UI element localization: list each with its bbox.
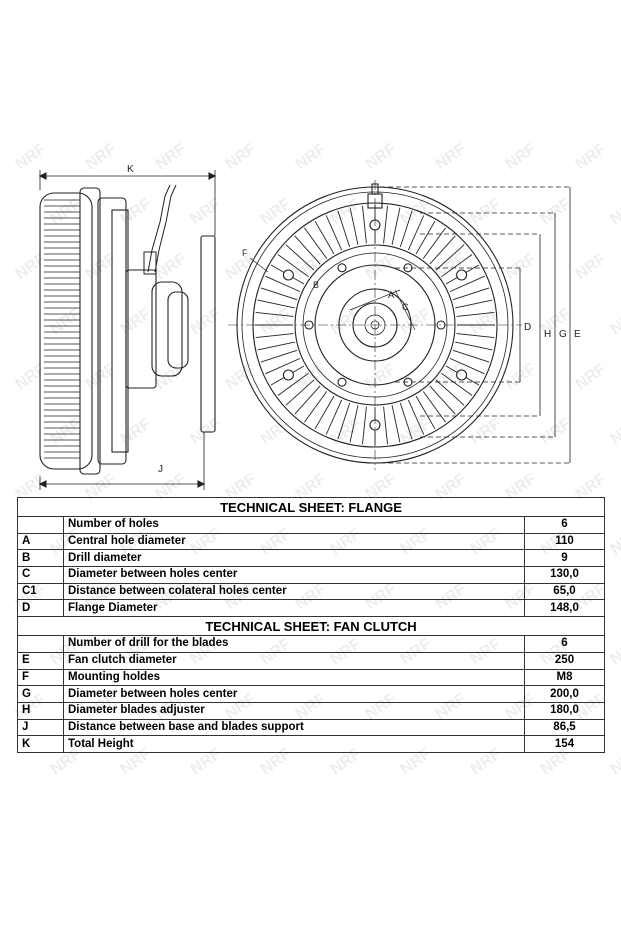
fan_clutch-description-cell: Diameter between holes center: [63, 685, 525, 703]
dim-label-d: D: [524, 322, 531, 333]
fan_clutch-value-cell: 86,5: [524, 718, 605, 737]
fan_clutch-description-cell: Distance between base and blades support: [63, 718, 525, 737]
fan-clutch-header-row: TECHNICAL SHEET: FAN CLUTCH: [17, 616, 605, 637]
dim-label-e: E: [574, 329, 581, 340]
flange-code-cell: [17, 516, 64, 534]
side-view: K J: [38, 164, 217, 490]
fan_clutch-value-cell: M8: [524, 668, 605, 687]
flange-description-cell: Central hole diameter: [63, 532, 525, 551]
flange-value-cell: 6: [524, 516, 605, 534]
flange-header-row: TECHNICAL SHEET: FLANGE: [17, 497, 605, 517]
fan_clutch-description-cell: Fan clutch diameter: [63, 651, 525, 670]
fan_clutch-code-cell: K: [17, 735, 64, 753]
flange-code-cell: B: [17, 549, 64, 568]
dim-label-c: C: [402, 302, 409, 312]
dim-label-g: G: [559, 329, 567, 340]
dim-label-k: K: [127, 164, 134, 175]
dim-label-j: J: [158, 464, 163, 475]
flange-description-cell: Number of holes: [63, 516, 525, 534]
flange-value-cell: 130,0: [524, 566, 605, 584]
flange-sheet-title: TECHNICAL SHEET: FLANGE: [17, 497, 605, 517]
flange-description-cell: Distance between colateral holes center: [63, 582, 525, 601]
flange-description-cell: Flange Diameter: [63, 599, 525, 618]
fan_clutch-description-cell: Mounting holdes: [63, 668, 525, 687]
technical-drawing: K J: [38, 164, 581, 490]
fan-clutch-sheet-title: TECHNICAL SHEET: FAN CLUTCH: [17, 616, 605, 637]
flange-description-cell: Drill diameter: [63, 549, 525, 568]
front-view: F B A C D H G E: [228, 180, 581, 470]
watermark-text: NRF: [608, 525, 621, 558]
dim-label-a: A: [388, 290, 394, 300]
fan_clutch-description-cell: Total Height: [63, 735, 525, 753]
fan_clutch-value-cell: 180,0: [524, 701, 605, 720]
fan_clutch-code-cell: H: [17, 701, 64, 720]
flange-value-cell: 148,0: [524, 599, 605, 618]
dim-label-h: H: [544, 329, 551, 340]
watermark-text: NRF: [608, 745, 621, 778]
flange-description-cell: Diameter between holes center: [63, 566, 525, 584]
fan_clutch-code-cell: J: [17, 718, 64, 737]
flange-value-cell: 110: [524, 532, 605, 551]
fan_clutch-description-cell: Number of drill for the blades: [63, 635, 525, 653]
side-fins: [44, 199, 80, 459]
fan_clutch-description-cell: Diameter blades adjuster: [63, 701, 525, 720]
fan_clutch-value-cell: 154: [524, 735, 605, 753]
flange-code-cell: C1: [17, 582, 64, 601]
fan_clutch-code-cell: [17, 635, 64, 653]
fan_clutch-value-cell: 250: [524, 651, 605, 670]
fan_clutch-code-cell: G: [17, 685, 64, 703]
dim-label-f: F: [242, 248, 248, 258]
flange-code-cell: C: [17, 566, 64, 584]
fan_clutch-value-cell: 200,0: [524, 685, 605, 703]
flange-code-cell: A: [17, 532, 64, 551]
fan_clutch-value-cell: 6: [524, 635, 605, 653]
flange-value-cell: 9: [524, 549, 605, 568]
flange-code-cell: D: [17, 599, 64, 618]
fan_clutch-code-cell: E: [17, 651, 64, 670]
fan_clutch-code-cell: F: [17, 668, 64, 687]
dim-label-b: B: [313, 280, 319, 290]
flange-value-cell: 65,0: [524, 582, 605, 601]
watermark-text: NRF: [608, 635, 621, 668]
